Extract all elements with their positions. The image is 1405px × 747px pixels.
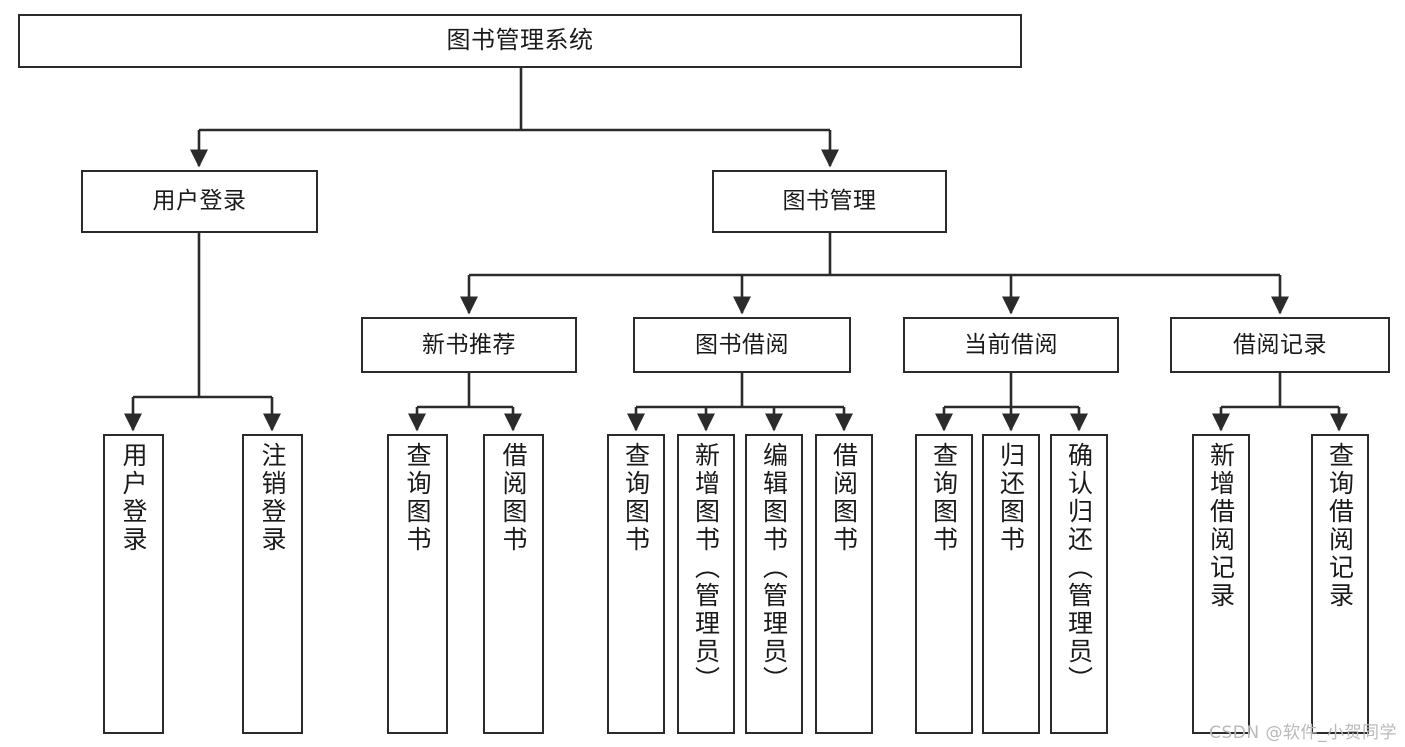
node-leaf-user-login-label: 用户登录 bbox=[119, 442, 148, 554]
node-leaf-edit-book-label: 编辑图书（管理员） bbox=[759, 442, 789, 694]
watermark: CSDN @软件_小贺同学 bbox=[1209, 723, 1397, 743]
node-leaf-user-login[interactable]: 用户登录 bbox=[103, 434, 164, 734]
node-leaf-query-book-3-label: 查询图书 bbox=[929, 442, 959, 554]
node-leaf-borrow-book-1-label: 借阅图书 bbox=[499, 442, 528, 554]
node-borrow-record-label: 借阅记录 bbox=[1233, 331, 1327, 358]
node-book-borrow[interactable]: 图书借阅 bbox=[633, 317, 851, 373]
node-book-borrow-label: 图书借阅 bbox=[695, 331, 789, 358]
node-leaf-borrow-book-1[interactable]: 借阅图书 bbox=[483, 434, 544, 734]
node-leaf-logout-label: 注销登录 bbox=[258, 442, 287, 554]
node-root-label: 图书管理系统 bbox=[446, 26, 594, 55]
node-leaf-query-record[interactable]: 查询借阅记录 bbox=[1311, 434, 1369, 734]
node-user-login[interactable]: 用户登录 bbox=[81, 170, 318, 233]
node-current-borrow[interactable]: 当前借阅 bbox=[903, 317, 1119, 373]
node-borrow-record[interactable]: 借阅记录 bbox=[1170, 317, 1390, 373]
node-leaf-add-book[interactable]: 新增图书（管理员） bbox=[677, 434, 735, 734]
node-user-login-label: 用户登录 bbox=[152, 188, 247, 215]
node-book-manage[interactable]: 图书管理 bbox=[712, 170, 947, 233]
node-leaf-add-record-label: 新增借阅记录 bbox=[1206, 442, 1236, 610]
node-leaf-borrow-book-2[interactable]: 借阅图书 bbox=[815, 434, 873, 734]
node-leaf-query-book-3[interactable]: 查询图书 bbox=[915, 434, 973, 734]
node-new-book-rec[interactable]: 新书推荐 bbox=[361, 317, 577, 373]
node-leaf-add-book-label: 新增图书（管理员） bbox=[691, 442, 721, 694]
node-leaf-return-book[interactable]: 归还图书 bbox=[982, 434, 1040, 734]
node-leaf-confirm-return[interactable]: 确认归还（管理员） bbox=[1050, 434, 1108, 734]
node-leaf-borrow-book-2-label: 借阅图书 bbox=[829, 442, 859, 554]
node-leaf-edit-book[interactable]: 编辑图书（管理员） bbox=[745, 434, 803, 734]
node-leaf-add-record[interactable]: 新增借阅记录 bbox=[1192, 434, 1250, 734]
node-leaf-query-book-2[interactable]: 查询图书 bbox=[607, 434, 665, 734]
node-current-borrow-label: 当前借阅 bbox=[964, 331, 1058, 358]
node-leaf-confirm-return-label: 确认归还（管理员） bbox=[1064, 442, 1094, 694]
node-leaf-logout[interactable]: 注销登录 bbox=[242, 434, 303, 734]
node-leaf-query-book-1-label: 查询图书 bbox=[403, 442, 432, 554]
node-leaf-query-record-label: 查询借阅记录 bbox=[1325, 442, 1355, 610]
node-new-book-rec-label: 新书推荐 bbox=[422, 331, 516, 358]
node-leaf-query-book-2-label: 查询图书 bbox=[621, 442, 651, 554]
node-root[interactable]: 图书管理系统 bbox=[18, 14, 1022, 68]
node-book-manage-label: 图书管理 bbox=[782, 188, 877, 215]
node-leaf-query-book-1[interactable]: 查询图书 bbox=[387, 434, 448, 734]
node-leaf-return-book-label: 归还图书 bbox=[996, 442, 1026, 554]
